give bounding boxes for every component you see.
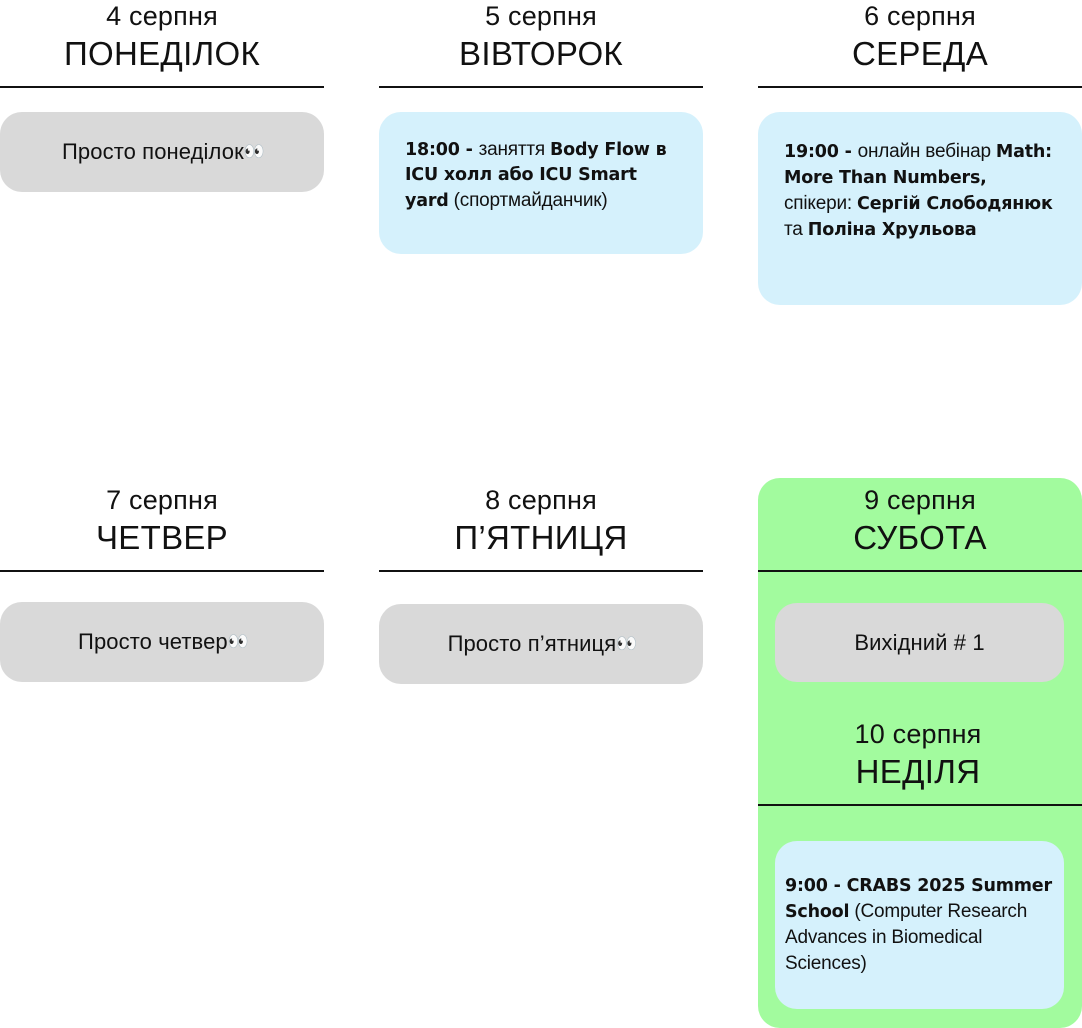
day-name: СЕРЕДА [851,35,989,72]
speaker-name: Поліна Хрульова [807,220,977,240]
day-header: 8 серпня П’ЯТНИЦЯ [379,484,703,558]
event-card-wednesday[interactable]: 19:00 - онлайн вебінар Math: More Than N… [758,112,1082,305]
event-desc: онлайн вебінар [857,141,996,162]
speaker-name: Сергій Слободянюк [857,194,1053,214]
day-header: 10 серпня НЕДІЛЯ [754,718,1082,792]
day-date: 6 серпня [864,1,976,31]
day-column-monday: 4 серпня ПОНЕДІЛОК [0,0,324,88]
day-date: 8 серпня [485,485,597,515]
event-card-saturday[interactable]: Вихідний # 1 [775,603,1064,682]
event-time: 18:00 [405,140,460,160]
divider [758,570,1082,572]
speakers-label: спікери: [784,193,858,214]
day-header: 6 серпня СЕРЕДА [758,0,1082,74]
day-column-friday: 8 серпня П’ЯТНИЦЯ [379,484,703,572]
eyes-icon: 👀 [243,142,265,161]
day-column-saturday: 9 серпня СУБОТА [758,484,1082,572]
event-card-monday[interactable]: Просто понеділок👀 [0,112,324,192]
event-dash: - [838,142,858,162]
divider [379,570,703,572]
event-card-tuesday[interactable]: 18:00 - заняття Body Flow в ICU холл або… [379,112,703,254]
speakers-and: та [784,219,808,240]
day-header: 9 серпня СУБОТА [758,484,1082,558]
event-card-thursday[interactable]: Просто четвер👀 [0,602,324,682]
event-title: Math: More Than Numbers, [784,142,1052,188]
event-card-sunday[interactable]: 9:00 - CRABS 2025 Summer School (Compute… [775,841,1064,1009]
event-card-friday[interactable]: Просто п’ятниця👀 [379,604,703,684]
day-header: 5 серпня ВІВТОРОК [379,0,703,74]
day-name: СУБОТА [853,519,987,556]
event-title: 9:00 - CRABS 2025 Summer School [785,876,1052,922]
day-column-sunday: 10 серпня НЕДІЛЯ [758,718,1082,806]
card-text: Просто понеділок [62,139,244,164]
event-desc: заняття [478,139,551,160]
divider [0,86,324,88]
divider [758,86,1082,88]
day-column-wednesday: 6 серпня СЕРЕДА [758,0,1082,88]
day-name: ПОНЕДІЛОК [64,35,260,72]
divider [379,86,703,88]
day-date: 10 серпня [854,719,982,749]
card-text: Вихідний # 1 [854,629,985,655]
eyes-icon: 👀 [227,632,249,651]
eyes-icon: 👀 [616,634,637,653]
day-name: НЕДІЛЯ [855,753,981,790]
divider [0,570,324,572]
day-name: П’ЯТНИЦЯ [454,519,628,556]
event-title: Body Flow в ICU холл або ICU Smart yard [405,140,667,211]
day-date: 4 серпня [106,1,218,31]
event-time: 19:00 [784,142,839,162]
day-name: ЧЕТВЕР [96,519,228,556]
event-note: (спортмайданчик) [448,190,608,211]
day-column-tuesday: 5 серпня ВІВТОРОК [379,0,703,88]
event-dash: - [459,140,479,160]
card-text: Просто четвер [78,629,228,654]
day-column-thursday: 7 серпня ЧЕТВЕР [0,484,324,572]
event-note: (Computer Research Advances in Biomedica… [785,901,1028,974]
day-header: 4 серпня ПОНЕДІЛОК [0,0,324,74]
day-name: ВІВТОРОК [459,35,623,72]
day-header: 7 серпня ЧЕТВЕР [0,484,324,558]
card-text: Просто п’ятниця [447,631,617,656]
day-date: 7 серпня [106,485,218,515]
day-date: 9 серпня [864,485,976,515]
day-date: 5 серпня [485,1,597,31]
divider [758,804,1082,806]
